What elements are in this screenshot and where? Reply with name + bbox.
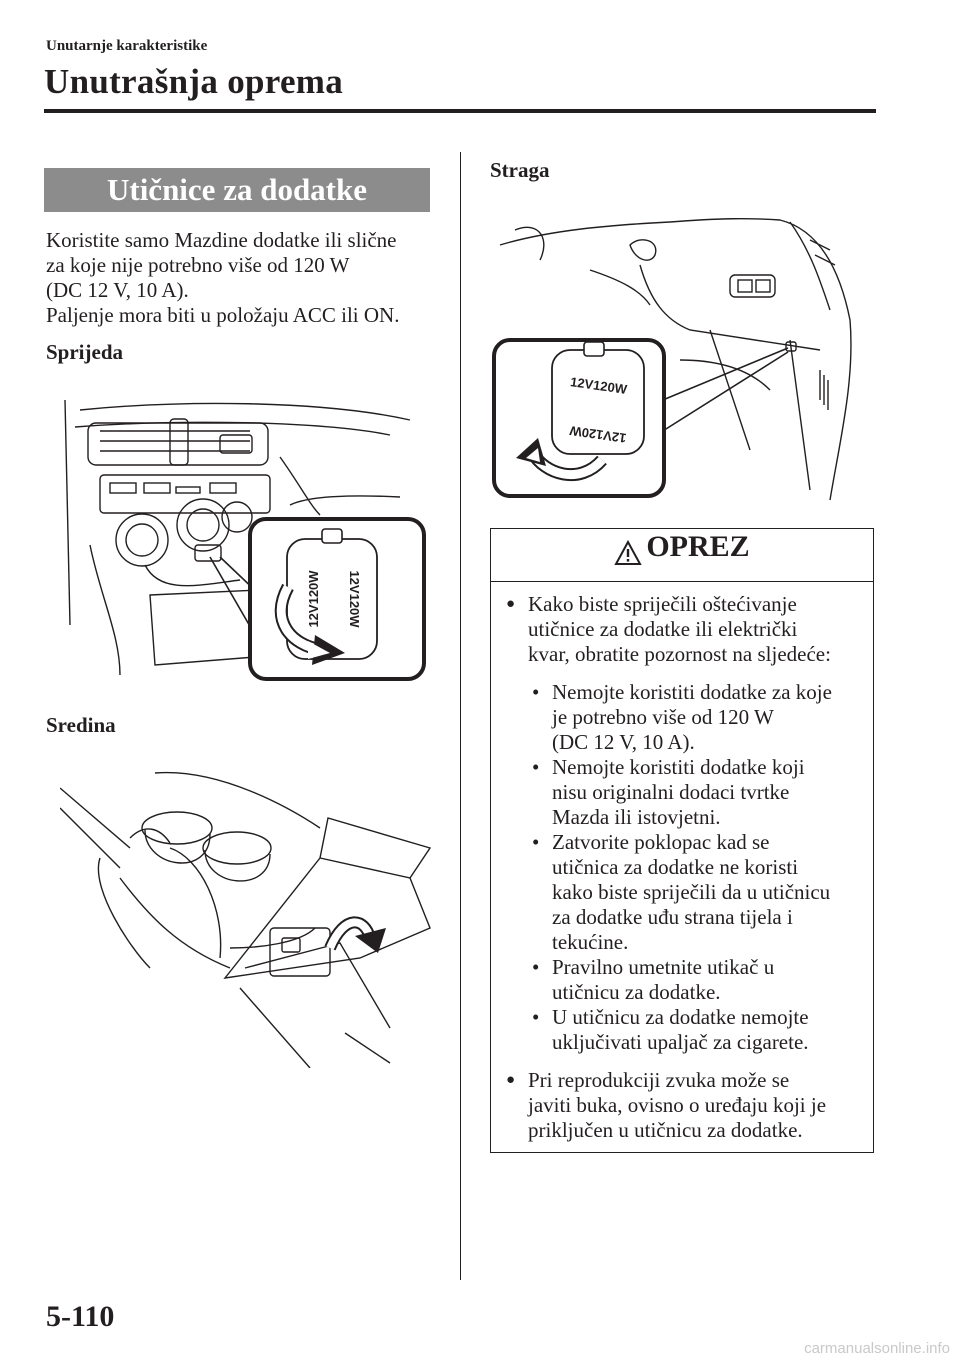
- intro-line: Koristite samo Mazdine dodatke ili sličn…: [46, 228, 397, 252]
- section-label: Unutarnje karakteristike: [46, 38, 208, 54]
- caution-box: [490, 528, 874, 1153]
- caution-line: Kako biste spriječili oštećivanje: [528, 592, 797, 616]
- rear-socket-figure: 12V120W 12V120W: [490, 210, 870, 502]
- title-rule: [44, 109, 876, 113]
- caution-line: kvar, obratite pozornost na sljedeće:: [528, 642, 831, 666]
- caution-line: utičnicu za dodatke.: [552, 980, 721, 1004]
- page-number: 5-110: [46, 1300, 115, 1333]
- caution-line: Zatvorite poklopac kad se: [552, 830, 770, 854]
- sub-bullet-icon: •: [532, 755, 540, 779]
- front-socket-text-b: 12V120W: [306, 570, 321, 628]
- caution-title: OPREZ: [646, 530, 750, 563]
- caution-line: tekućine.: [552, 930, 629, 954]
- caution-line: Mazda ili istovjetni.: [552, 805, 721, 829]
- caution-line: Pravilno umetnite utikač u: [552, 955, 775, 979]
- warning-triangle-icon: [614, 539, 642, 565]
- sub-bullet-icon: •: [532, 955, 540, 979]
- caution-line: je potrebno više od 120 W: [552, 705, 774, 729]
- sub-bullet-icon: •: [532, 1005, 540, 1029]
- caution-line: U utičnicu za dodatke nemojte: [552, 1005, 809, 1029]
- intro-text: Koristite samo Mazdine dodatke ili sličn…: [46, 228, 446, 328]
- watermark: carmanualsonline.info: [804, 1340, 950, 1357]
- caution-line: Pri reprodukciji zvuka može se: [528, 1068, 790, 1092]
- column-divider: [460, 152, 461, 1280]
- caution-line: za dodatke uđu strana tijela i: [552, 905, 793, 929]
- front-label: Sprijeda: [46, 340, 124, 364]
- bullet-icon: ●: [506, 1072, 516, 1088]
- caution-line: nisu originalni dodaci tvrtke: [552, 780, 790, 804]
- page-title: Unutrašnja oprema: [44, 62, 344, 101]
- caution-line: Nemojte koristiti dodatke koji: [552, 755, 805, 779]
- caution-line: uključivati upaljač za cigarete.: [552, 1030, 809, 1054]
- front-socket-text-a: 12V120W: [347, 570, 362, 628]
- center-socket-figure: [60, 768, 440, 1068]
- rear-label: Straga: [490, 158, 550, 182]
- caution-line: priključen u utičnicu za dodatke.: [528, 1118, 803, 1142]
- center-label: Sredina: [46, 713, 116, 737]
- caution-header: OPREZ: [490, 528, 874, 582]
- caution-line: (DC 12 V, 10 A).: [552, 730, 695, 754]
- caution-line: javiti buka, ovisno o uređaju koji je: [528, 1093, 827, 1117]
- sub-bullet-icon: •: [532, 830, 540, 854]
- caution-line: kako biste spriječili da u utičnicu: [552, 880, 831, 904]
- caution-line: Nemojte koristiti dodatke za koje: [552, 680, 832, 704]
- caution-line: utičnica za dodatke ne koristi: [552, 855, 799, 879]
- intro-line: (DC 12 V, 10 A).: [46, 278, 189, 302]
- bullet-icon: ●: [506, 596, 516, 612]
- caution-line: utičnice za dodatke ili električki: [528, 617, 798, 641]
- intro-line: Paljenje mora biti u položaju ACC ili ON…: [46, 303, 400, 327]
- section-heading: Utičnice za dodatke: [44, 168, 430, 212]
- intro-line: za koje nije potrebno više od 120 W: [46, 253, 350, 277]
- front-socket-figure: 12V120W 12V120W: [60, 395, 430, 685]
- sub-bullet-icon: •: [532, 680, 540, 704]
